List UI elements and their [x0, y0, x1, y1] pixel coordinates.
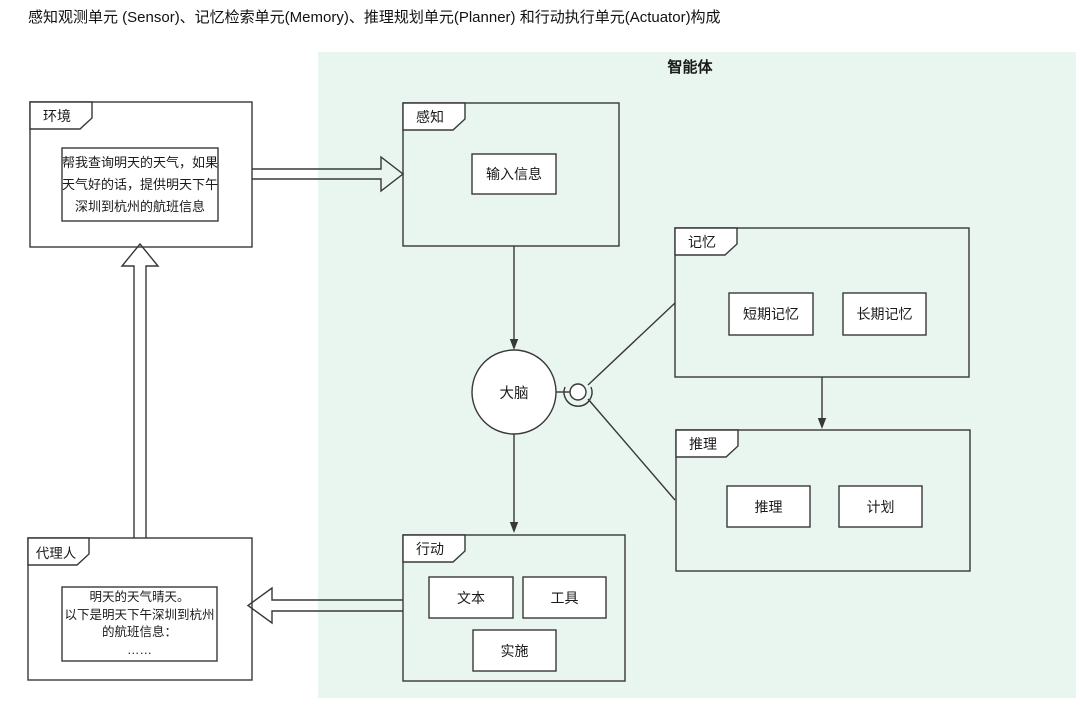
agent-message-line: 明天的天气晴天。 [89, 590, 190, 604]
action-tab-label: 行动 [416, 541, 444, 557]
agent-proxy-tab-label: 代理人 [35, 546, 77, 561]
text-label: 文本 [457, 589, 485, 606]
agent-region-label: 智能体 [667, 59, 713, 76]
tool-box [522, 576, 607, 619]
environment-tab [29, 101, 93, 130]
reasoning-box [726, 485, 811, 528]
agent-message-line: …… [127, 642, 152, 657]
brain-interface-ball-icon [569, 383, 587, 401]
short-term-memory-label: 短期记忆 [743, 306, 799, 322]
brain-interface-socket-icon [563, 386, 593, 407]
brain-to-action-arrowhead [509, 522, 519, 533]
reasoning-label: 推理 [754, 498, 783, 515]
long-term-memory-box [842, 292, 927, 336]
diagram-title: 感知观测单元 (Sensor)、记忆检索单元(Memory)、推理规划单元(Pl… [28, 9, 721, 26]
env-to-perception-arrow [252, 155, 405, 193]
input-info-label: 输入信息 [486, 166, 542, 182]
tool-label: 工具 [550, 589, 579, 606]
input-info-box [471, 153, 557, 195]
memory-tab-label: 记忆 [688, 234, 716, 250]
implement-box [472, 629, 557, 672]
text-box [428, 576, 514, 619]
plan-box [838, 485, 923, 528]
perception-tab [402, 102, 466, 131]
brain-to-reasoning-line [587, 398, 676, 501]
plan-label: 计划 [866, 498, 895, 515]
reasoning-tab [675, 429, 739, 458]
brain-to-memory-line [587, 302, 676, 386]
perception-tab-label: 感知 [416, 109, 444, 125]
long-term-memory-label: 长期记忆 [856, 306, 913, 322]
memory-to-reasoning-arrowhead [817, 418, 827, 429]
agent-message: 明天的天气晴天。 以下是明天下午深圳到杭州 的航班信息： …… [63, 588, 216, 660]
implement-label: 实施 [500, 642, 529, 659]
agent-message-box [61, 586, 218, 662]
environment-message-box [61, 147, 219, 222]
brain-label: 大脑 [499, 385, 529, 402]
reasoning-tab-label: 推理 [689, 436, 717, 452]
memory-tab [674, 227, 738, 256]
environment-message: 帮我查询明天的天气，如果 天气好的话，提供明天下午 深圳到杭州的航班信息 [62, 149, 219, 220]
action-to-agent-arrow [246, 586, 403, 625]
environment-message-line: 天气好的话，提供明天下午 [62, 176, 219, 192]
environment-message-line: 深圳到杭州的航班信息 [74, 198, 205, 214]
agent-message-line: 的航班信息： [101, 625, 177, 639]
reasoning-package [675, 429, 971, 572]
environment-tab-label: 环境 [43, 108, 71, 124]
perception-to-brain-arrowhead [509, 339, 519, 350]
action-package [402, 534, 626, 682]
agent-proxy-tab [27, 537, 90, 566]
short-term-memory-box [728, 292, 814, 336]
agent-message-line: 以下是明天下午深圳到杭州 [64, 607, 215, 622]
environment-message-line: 帮我查询明天的天气，如果 [62, 154, 219, 170]
agent-to-env-arrow [120, 242, 160, 538]
action-tab [402, 534, 466, 563]
